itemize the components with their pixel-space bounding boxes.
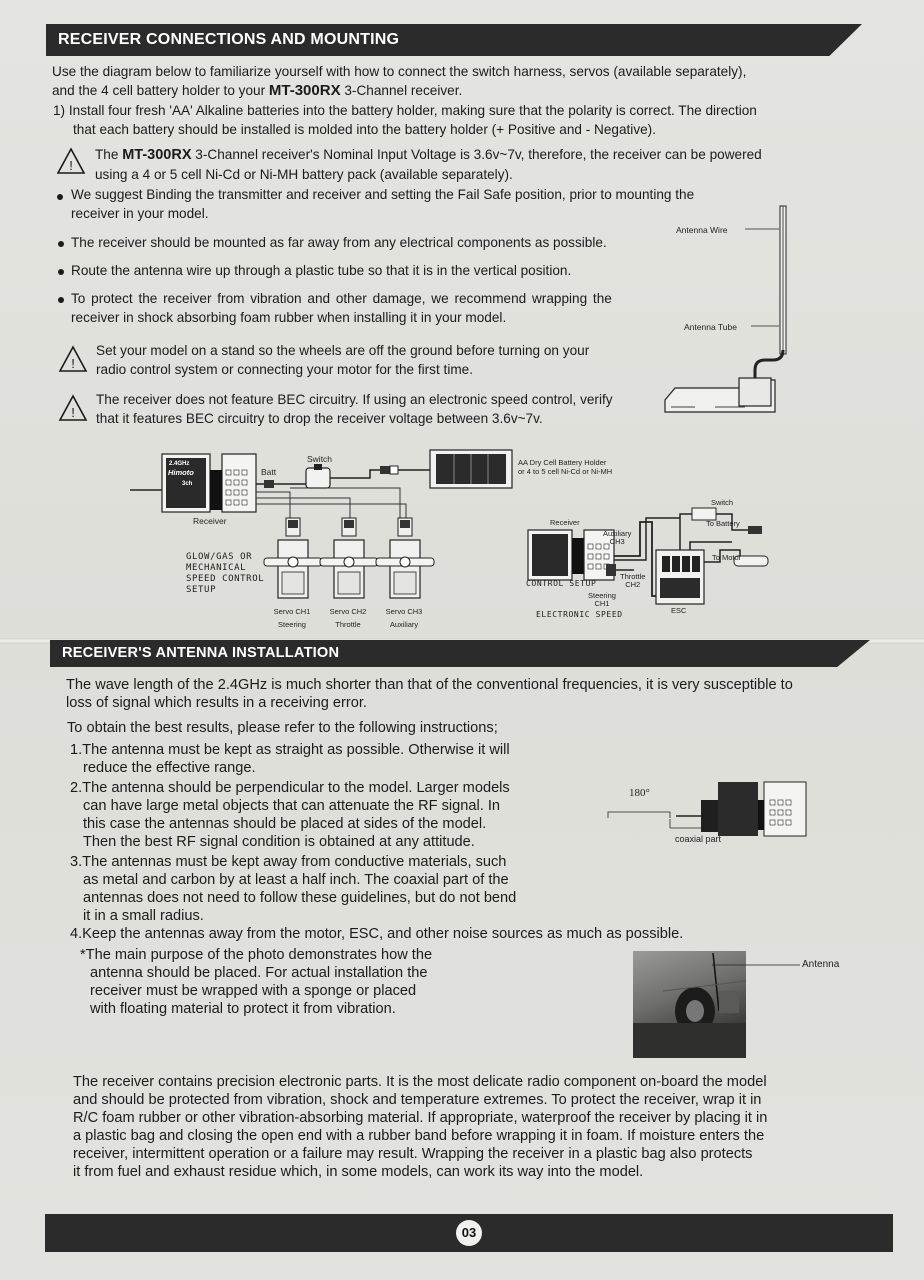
bullet-binding: We suggest Binding the transmitter and r… bbox=[71, 187, 695, 221]
intro-line-1: Use the diagram below to familiarize you… bbox=[52, 64, 747, 79]
bullet-mounting: The receiver should be mounted as far aw… bbox=[71, 235, 607, 250]
rx-channel-label: 3ch bbox=[182, 481, 193, 487]
bullet-dot bbox=[57, 194, 63, 200]
section-banner-antenna-installation: RECEIVER'S ANTENNA INSTALLATION bbox=[50, 640, 870, 667]
section-title: RECEIVER CONNECTIONS AND MOUNTING bbox=[58, 31, 400, 48]
antenna-pointer-line bbox=[712, 964, 800, 966]
servo-drawings bbox=[263, 517, 435, 599]
mechanical-setup-caption: GLOW/GAS OR MECHANICAL SPEED CONTROL SET… bbox=[186, 552, 265, 595]
steering-ch1-label: Steering CH1 bbox=[588, 591, 616, 608]
servo-ch2-label: Servo CH2 Throttle bbox=[329, 607, 367, 629]
bullet-protection: To protect the receiver from vibration a… bbox=[71, 291, 612, 325]
antenna-tube-label: Antenna Tube bbox=[684, 322, 737, 332]
servo-ch1-label: Servo CH1 Steering bbox=[273, 607, 311, 629]
bullet-dot bbox=[58, 269, 64, 275]
to-battery-label: To Battery bbox=[706, 519, 740, 528]
coaxial-label: coaxial part bbox=[675, 834, 722, 844]
esc-switch-label: Switch bbox=[711, 498, 734, 507]
switch-label: Switch bbox=[307, 454, 333, 464]
svg-text:!: ! bbox=[69, 158, 73, 173]
antenna-tube-diagram bbox=[664, 205, 787, 413]
receiver-label: Receiver bbox=[193, 516, 227, 526]
instruction-3: 3.The antennas must be kept away from co… bbox=[70, 854, 517, 924]
intro-line-2: and the 4 cell battery holder to your MT… bbox=[52, 82, 463, 99]
antenna-angle-diagram bbox=[607, 781, 807, 837]
car-photo-illustration bbox=[633, 952, 746, 1058]
rx-band-label: 2.4GHz bbox=[169, 461, 190, 467]
step-1: 1) Install four fresh 'AA' Alkaline batt… bbox=[53, 103, 757, 137]
to-motor-label: To Motor bbox=[712, 553, 742, 562]
esc-receiver-label: Receiver bbox=[550, 518, 580, 527]
closing-paragraph: The receiver contains precision electron… bbox=[73, 1074, 768, 1180]
photo-note: *The main purpose of the photo demonstra… bbox=[80, 947, 433, 1017]
page-number: 03 bbox=[456, 1220, 482, 1246]
antenna-wire-label: Antenna Wire bbox=[676, 225, 728, 235]
warning-stand: Set your model on a stand so the wheels … bbox=[96, 343, 590, 377]
rx-brand-label: Himoto bbox=[168, 468, 194, 477]
instruction-4: 4.Keep the antennas away from the motor,… bbox=[70, 926, 684, 942]
batt-label: Batt bbox=[261, 467, 277, 477]
control-setup-caption: CONTROL SETUP bbox=[526, 579, 597, 588]
bullet-antenna-route: Route the antenna wire up through a plas… bbox=[71, 263, 572, 278]
section-banner-receiver-connections: RECEIVER CONNECTIONS AND MOUNTING bbox=[46, 24, 862, 56]
warning-icon: ! bbox=[58, 394, 88, 421]
instruction-2: 2.The antenna should be perpendicular to… bbox=[70, 780, 510, 850]
section-title: RECEIVER'S ANTENNA INSTALLATION bbox=[62, 645, 340, 661]
warning-icon: ! bbox=[58, 345, 88, 372]
esc-label: ESC bbox=[671, 606, 687, 615]
antenna-placement-photo bbox=[633, 951, 746, 1058]
warning-input-voltage: The MT-300RX 3-Channel receiver's Nomina… bbox=[95, 147, 762, 182]
antenna-label: Antenna bbox=[802, 959, 840, 970]
auxiliary-ch3-label: Auxiliary CH3 bbox=[603, 529, 632, 546]
warning-bec: The receiver does not feature BEC circui… bbox=[96, 392, 613, 426]
servo-ch3-label: Servo CH3 Auxiliary bbox=[385, 607, 423, 629]
bullet-dot bbox=[58, 297, 64, 303]
warning-icon: ! bbox=[56, 147, 86, 174]
battery-holder-label: AA Dry Cell Battery Holder or 4 to 5 cel… bbox=[518, 458, 613, 476]
intro-paragraph: Use the diagram below to familiarize you… bbox=[52, 62, 872, 100]
wiring-diagram-electronic bbox=[527, 507, 769, 605]
svg-text:!: ! bbox=[71, 405, 75, 420]
wiring-diagram-mechanical bbox=[130, 449, 513, 599]
electronic-speed-caption: ELECTRONIC SPEED bbox=[536, 610, 623, 619]
throttle-ch2-label: Throttle CH2 bbox=[620, 572, 646, 589]
bullet-dot bbox=[58, 241, 64, 247]
instruction-1: 1.The antenna must be kept as straight a… bbox=[70, 742, 510, 776]
model-name: MT-300RX bbox=[268, 82, 341, 99]
svg-text:!: ! bbox=[71, 356, 75, 371]
angle-label: 180° bbox=[629, 787, 650, 799]
wavelength-paragraph: The wave length of the 2.4GHz is much sh… bbox=[66, 677, 793, 711]
instructions-intro: To obtain the best results, please refer… bbox=[67, 720, 498, 736]
